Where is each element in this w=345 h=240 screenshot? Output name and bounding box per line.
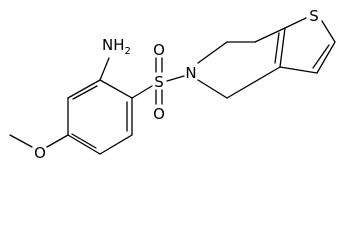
- bond: [67, 79, 101, 99]
- chemical-structure: NH2 O S O O N S: [9, 7, 336, 162]
- bond: [131, 85, 153, 99]
- bond: [99, 57, 110, 81]
- thiophene-ring: [274, 17, 336, 74]
- bond: [321, 20, 336, 43]
- sulfonyl-oxygen-top-label: O: [153, 41, 165, 59]
- tetrahydro-ring: [197, 27, 286, 99]
- bond: [279, 66, 318, 74]
- thiophene-sulfur-label: S: [309, 7, 319, 25]
- bond: [316, 41, 336, 74]
- amine-label: NH2: [102, 36, 131, 57]
- bond: [197, 79, 228, 99]
- bond: [99, 134, 133, 155]
- bond: [67, 134, 101, 155]
- benzene-ring: [67, 79, 133, 155]
- methoxy-oxygen-label: O: [34, 144, 46, 162]
- double-bond: [71, 133, 97, 149]
- bond: [166, 75, 185, 82]
- bond: [284, 17, 307, 29]
- bond: [226, 66, 281, 99]
- bond: [46, 134, 69, 148]
- bond: [197, 41, 228, 64]
- double-bond: [274, 32, 280, 64]
- bond: [9, 134, 33, 148]
- ring-nitrogen-label: N: [185, 64, 196, 82]
- double-bond: [72, 85, 98, 100]
- sulfonyl-oxygen-bottom-label: O: [153, 105, 165, 123]
- double-bond: [312, 44, 330, 69]
- bond: [254, 27, 286, 43]
- bond: [99, 79, 133, 99]
- bond: [279, 27, 286, 68]
- sulfonyl-sulfur-label: S: [154, 73, 164, 91]
